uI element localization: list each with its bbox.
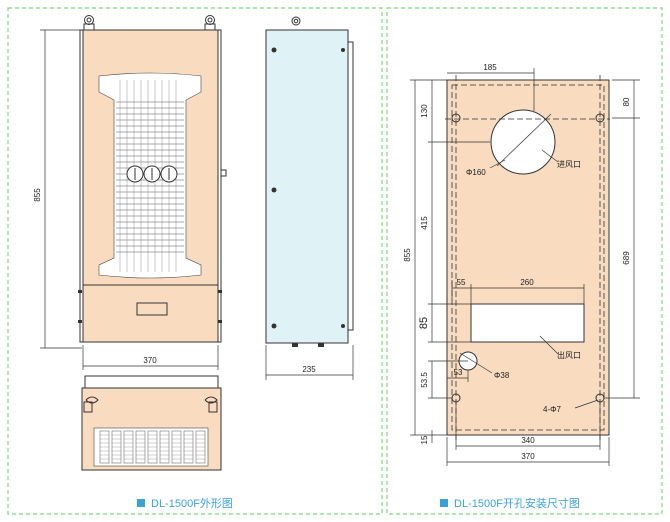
outlet-rect bbox=[470, 303, 585, 343]
inlet-leader bbox=[541, 149, 559, 163]
front-lower-body bbox=[82, 284, 219, 343]
lifting-eye-left-inner bbox=[86, 17, 92, 23]
side-body bbox=[265, 29, 349, 344]
dim-depth-label: 235 bbox=[302, 365, 316, 374]
bolt bbox=[218, 320, 222, 323]
side-rear-strip bbox=[347, 41, 354, 331]
cutout-drawing: 185 80 689 855 130 415 85 53.5 bbox=[403, 63, 640, 466]
dim-130-label: 130 bbox=[420, 104, 429, 118]
inlet-diameter-line bbox=[496, 113, 552, 167]
dim-185-label: 185 bbox=[483, 63, 497, 72]
dim-85-label: 85 bbox=[418, 317, 430, 329]
left-panel-border bbox=[7, 7, 383, 515]
dim-415-label: 415 bbox=[420, 216, 429, 230]
dim-80-label: 80 bbox=[622, 97, 631, 106]
phi160-leader bbox=[489, 159, 506, 169]
dim-340-label: 340 bbox=[521, 436, 535, 445]
dim-15-label: 15 bbox=[420, 435, 429, 444]
foot bbox=[318, 343, 324, 347]
side-lifting-eye bbox=[291, 16, 301, 26]
left-flange bbox=[79, 29, 84, 343]
dim-53-5-label: 53.5 bbox=[420, 372, 429, 388]
outlet-leader bbox=[539, 335, 559, 355]
lifting-eye-right-inner bbox=[207, 17, 213, 23]
inlet-label: 进风口 bbox=[557, 160, 581, 169]
top-view-latch-left bbox=[83, 401, 93, 413]
screw bbox=[271, 323, 277, 329]
phi38-label: Φ38 bbox=[494, 371, 510, 380]
dim-55-label: 55 bbox=[457, 278, 466, 287]
top-grille-slats bbox=[99, 430, 206, 464]
right-panel-border bbox=[386, 7, 663, 515]
cutout-outline bbox=[451, 84, 605, 431]
top-view-cap bbox=[84, 375, 219, 389]
foot bbox=[292, 343, 298, 347]
phi160-label: Φ160 bbox=[466, 168, 486, 177]
left-caption: DL-1500F外形图 bbox=[137, 495, 233, 511]
nameplate bbox=[136, 302, 168, 316]
dim-height-label: 855 bbox=[33, 188, 42, 202]
front-view: 855 370 bbox=[33, 15, 227, 370]
holes-leader bbox=[574, 399, 599, 409]
screw bbox=[341, 324, 345, 328]
dim-855-label: 855 bbox=[403, 248, 412, 262]
side-lifting-eye-inner bbox=[293, 18, 299, 24]
caption-square-icon bbox=[137, 499, 145, 507]
right-caption-text: DL-1500F开孔安装尺寸图 bbox=[454, 498, 580, 510]
holes-label: 4-Φ7 bbox=[543, 405, 561, 414]
outlet-label: 出风口 bbox=[557, 350, 581, 360]
bolt bbox=[78, 290, 82, 293]
dim-370-label: 370 bbox=[521, 452, 535, 461]
bolt bbox=[218, 290, 222, 293]
bolt bbox=[78, 320, 82, 323]
dim-689-label: 689 bbox=[622, 251, 631, 265]
dim-front-width-label: 370 bbox=[143, 356, 157, 365]
right-caption: DL-1500F开孔安装尺寸图 bbox=[440, 495, 580, 511]
right-flange bbox=[217, 29, 222, 343]
side-view: 235 bbox=[265, 16, 354, 380]
screw bbox=[271, 187, 277, 193]
dim-260-label: 260 bbox=[520, 278, 534, 287]
dim-53-label: 53 bbox=[454, 368, 463, 377]
caption-square-icon bbox=[440, 499, 448, 507]
top-view bbox=[81, 375, 222, 471]
lifting-eye-right bbox=[205, 15, 215, 25]
screw bbox=[271, 47, 277, 53]
screw bbox=[341, 48, 345, 52]
lifting-eye-left bbox=[84, 15, 94, 25]
cable-hole-leader bbox=[459, 352, 493, 374]
top-view-latch-right bbox=[208, 401, 218, 413]
side-knob bbox=[220, 169, 227, 177]
left-caption-text: DL-1500F外形图 bbox=[151, 498, 233, 510]
